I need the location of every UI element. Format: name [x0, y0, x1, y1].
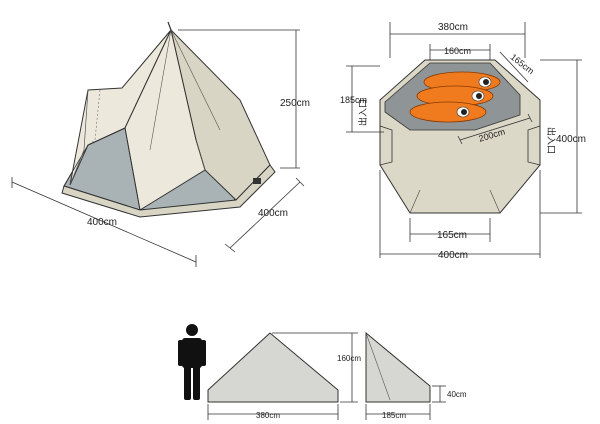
tent-width-label: 400cm — [87, 217, 117, 228]
front-height-label: 160cm — [337, 354, 361, 363]
plan-overall-width-label: 400cm — [438, 250, 468, 261]
tent-3d-illustration: 250cm 400cm 400cm — [11, 21, 310, 267]
plan-left-depth-label: 185cm — [340, 95, 367, 105]
entrance-right-label: 出入口 — [546, 127, 557, 154]
sleeping-bag-3 — [409, 101, 487, 123]
entrance-left-label: 出入口 — [357, 99, 368, 126]
floor-plan: 380cm 160cm 165cm 185cm 200cm 400cm 165c… — [340, 22, 586, 261]
side-view-shape — [365, 331, 431, 403]
front-view-shape — [207, 332, 339, 403]
plan-overall-depth-label: 400cm — [556, 134, 586, 145]
plan-bed-width-label: 160cm — [444, 46, 471, 56]
plan-bottom-inner-label: 165cm — [437, 230, 467, 241]
front-base-label: 380cm — [256, 411, 280, 420]
tent-front-panel — [124, 28, 206, 211]
person-scale-icon — [178, 324, 206, 400]
tent-height-label: 250cm — [280, 98, 310, 109]
side-low-label: 40cm — [447, 390, 467, 399]
sleeping-bag-2 — [416, 85, 494, 107]
plan-bed-depth-label: 165cm — [509, 52, 536, 77]
plan-top-width-label: 380cm — [438, 22, 468, 33]
side-base-label: 185cm — [382, 411, 406, 420]
side-views: 380cm 160cm 185cm 40cm — [178, 324, 467, 420]
tent-depth-label: 400cm — [258, 208, 288, 219]
tent-skirt — [61, 164, 276, 218]
